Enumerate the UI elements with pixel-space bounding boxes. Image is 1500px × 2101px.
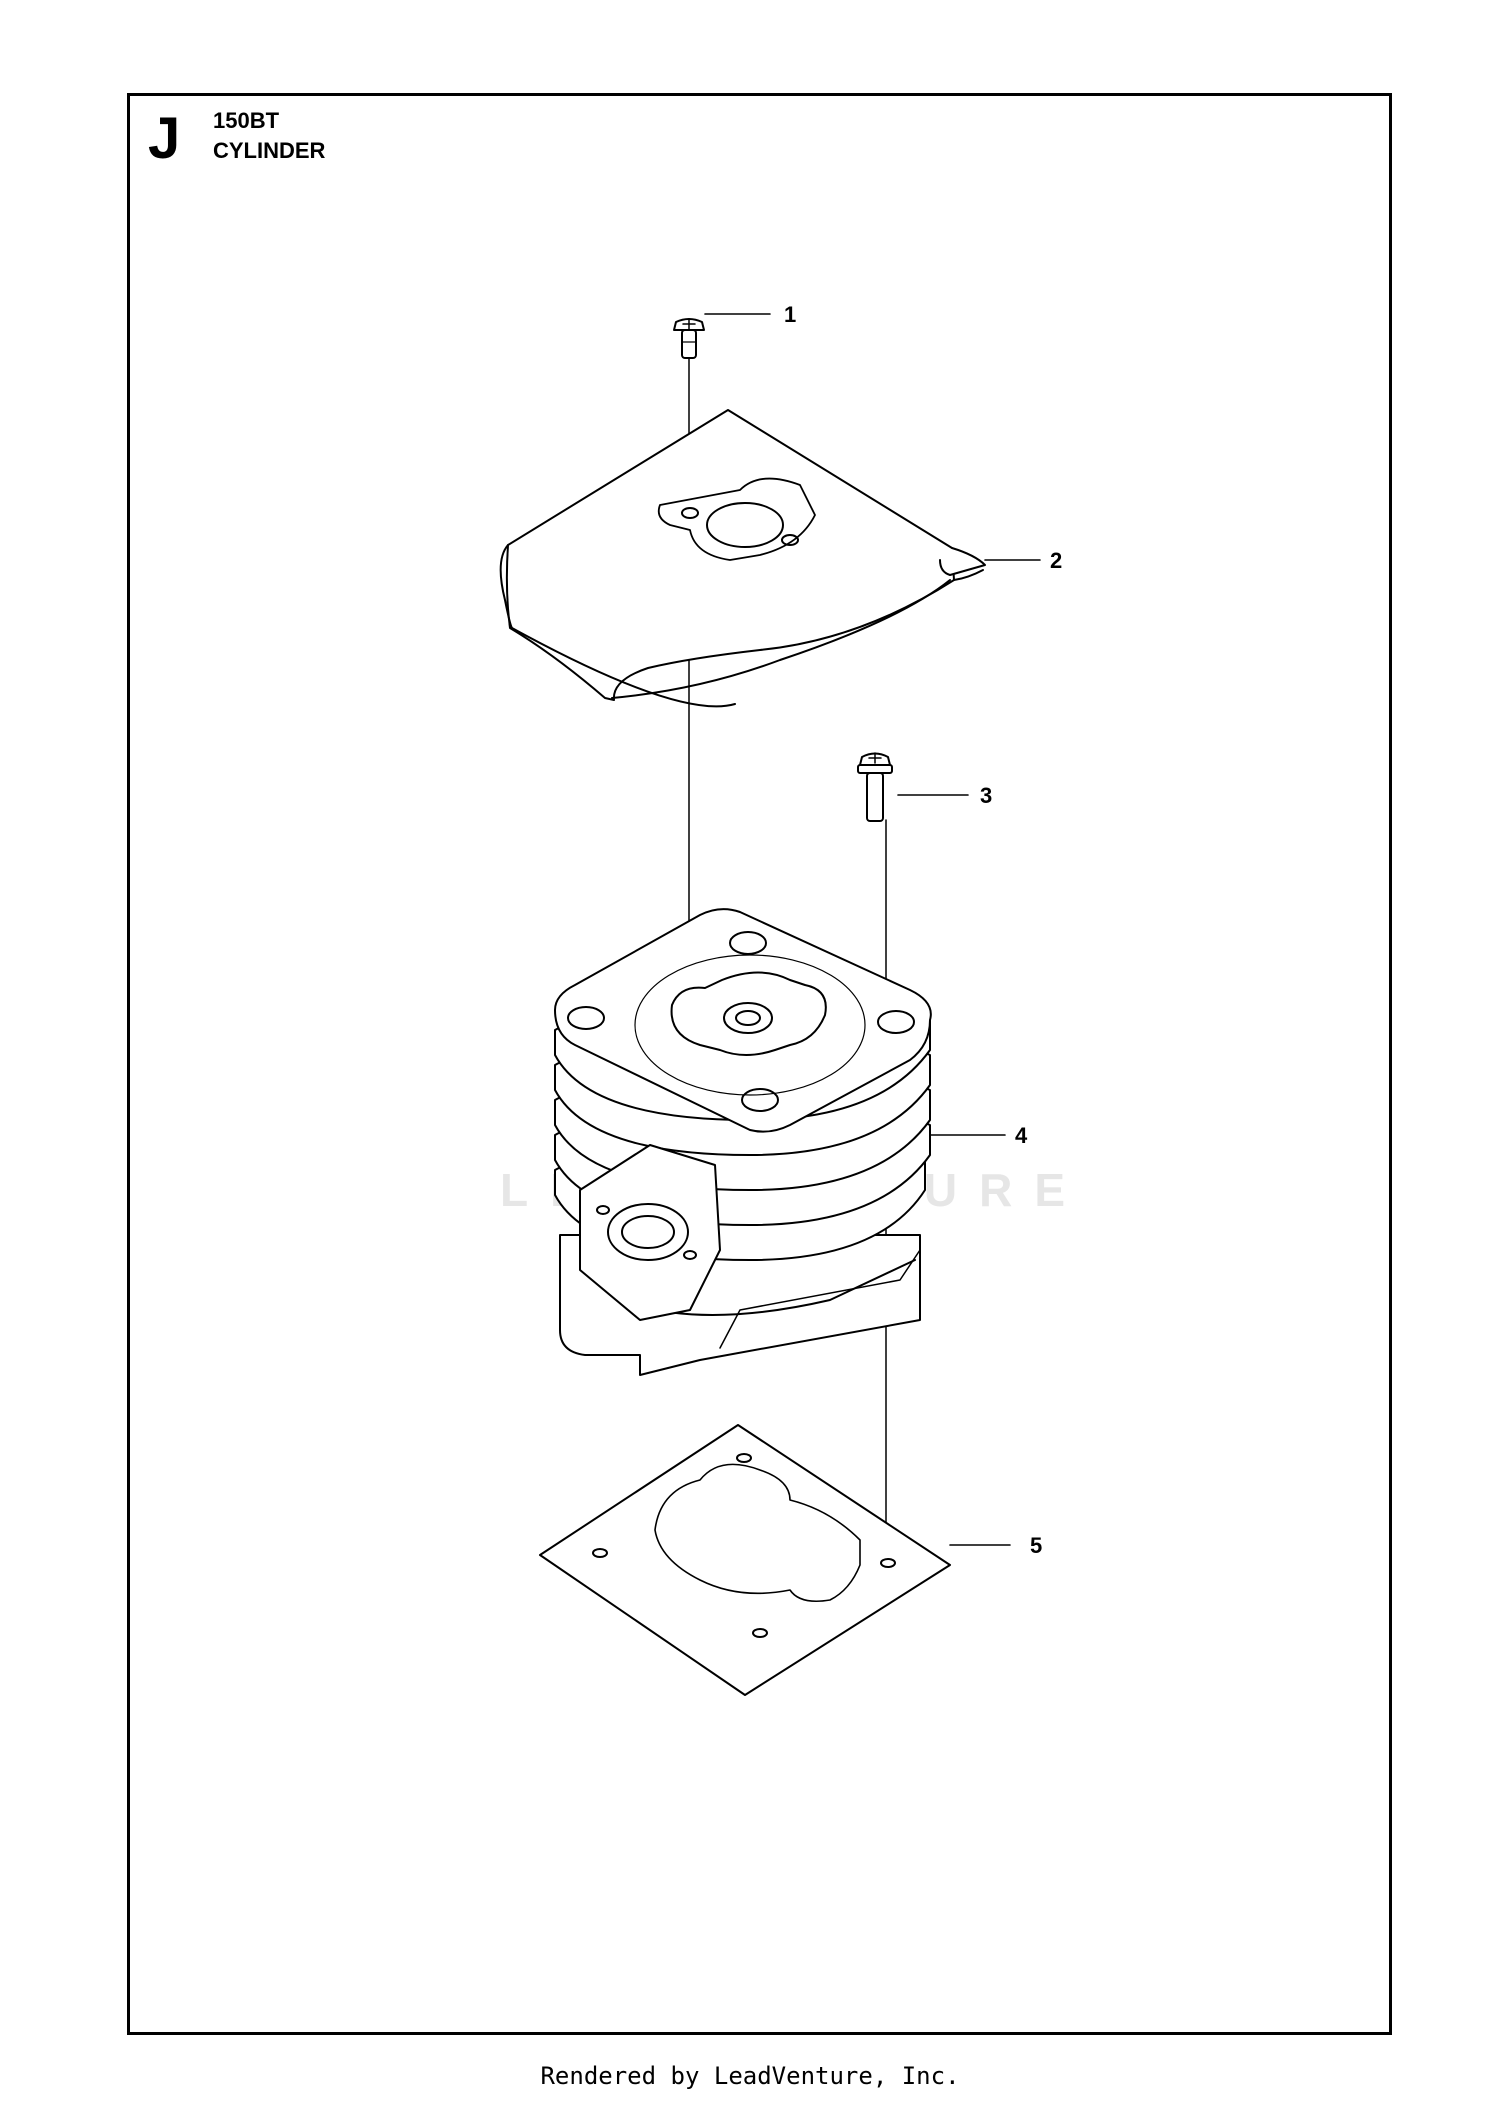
leader-lines <box>704 313 1041 1546</box>
diagram-frame <box>127 93 1392 2035</box>
callout-2: 2 <box>1050 548 1062 573</box>
section-letter: J <box>148 106 181 171</box>
diagram-title: CYLINDER <box>213 138 326 163</box>
callout-1: 1 <box>784 302 796 327</box>
part-2-heat-shield[interactable] <box>499 409 986 708</box>
part-3-cylinder-screw[interactable] <box>857 752 893 822</box>
callout-5: 5 <box>1030 1533 1042 1558</box>
part-4-cylinder[interactable] <box>554 908 932 1376</box>
callout-4: 4 <box>1015 1123 1028 1148</box>
part-5-cylinder-gasket[interactable] <box>539 1424 951 1696</box>
callout-3: 3 <box>980 783 992 808</box>
part-1-screw[interactable] <box>673 318 705 359</box>
model-number: 150BT <box>213 108 280 133</box>
footer-credit: Rendered by LeadVenture, Inc. <box>540 2062 960 2090</box>
